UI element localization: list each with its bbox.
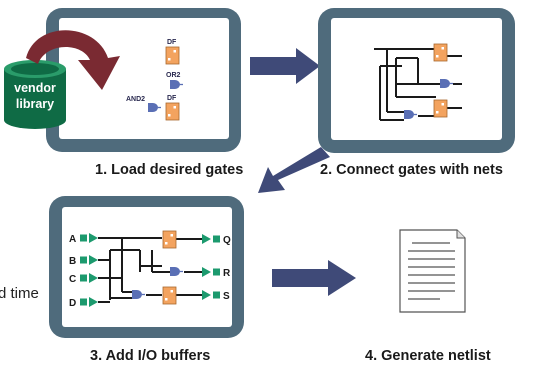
panel3-df-top <box>162 230 177 249</box>
arrow-step1-to-step2 <box>250 48 320 84</box>
or2-gate-label: OR2 <box>166 72 181 79</box>
netlist-document-icon <box>399 229 466 313</box>
library-label-line2: library <box>16 97 54 111</box>
df-gate-top <box>165 46 180 65</box>
panel3-nets <box>98 237 202 303</box>
step-4-label: 4. Generate netlist <box>365 348 491 364</box>
df-gate-bottom <box>165 102 180 121</box>
arrow-step2-to-step3 <box>258 147 330 193</box>
output-label-s: S <box>223 291 230 302</box>
output-label-q: Q <box>223 235 231 246</box>
step-1-label: 1. Load desired gates <box>95 162 243 178</box>
panel2-nets <box>374 48 462 121</box>
panel2-df-bottom <box>433 99 448 118</box>
output-label-r: R <box>223 268 231 279</box>
input-label-d: D <box>69 298 76 309</box>
panel-load-gates <box>46 8 241 152</box>
input-label-a: A <box>69 234 76 245</box>
panel3-df-bottom <box>162 286 177 305</box>
step-3-label: 3. Add I/O buffers <box>90 348 210 364</box>
vendor-library-cylinder: vendor library <box>4 60 66 129</box>
side-text: d time <box>0 285 39 302</box>
library-label-line1: vendor <box>14 81 56 95</box>
panel2-df-top <box>433 43 448 62</box>
step-2-label: 2. Connect gates with nets <box>320 162 503 178</box>
panel-connect-nets <box>318 8 515 153</box>
arrow-step3-to-step4 <box>272 260 356 296</box>
load-curved-arrow <box>26 30 120 90</box>
input-label-b: B <box>69 256 76 267</box>
df-gate-top-label: DF <box>167 39 177 46</box>
input-label-c: C <box>69 274 76 285</box>
and2-gate-label: AND2 <box>126 96 145 103</box>
df-gate-bottom-label: DF <box>167 95 177 102</box>
